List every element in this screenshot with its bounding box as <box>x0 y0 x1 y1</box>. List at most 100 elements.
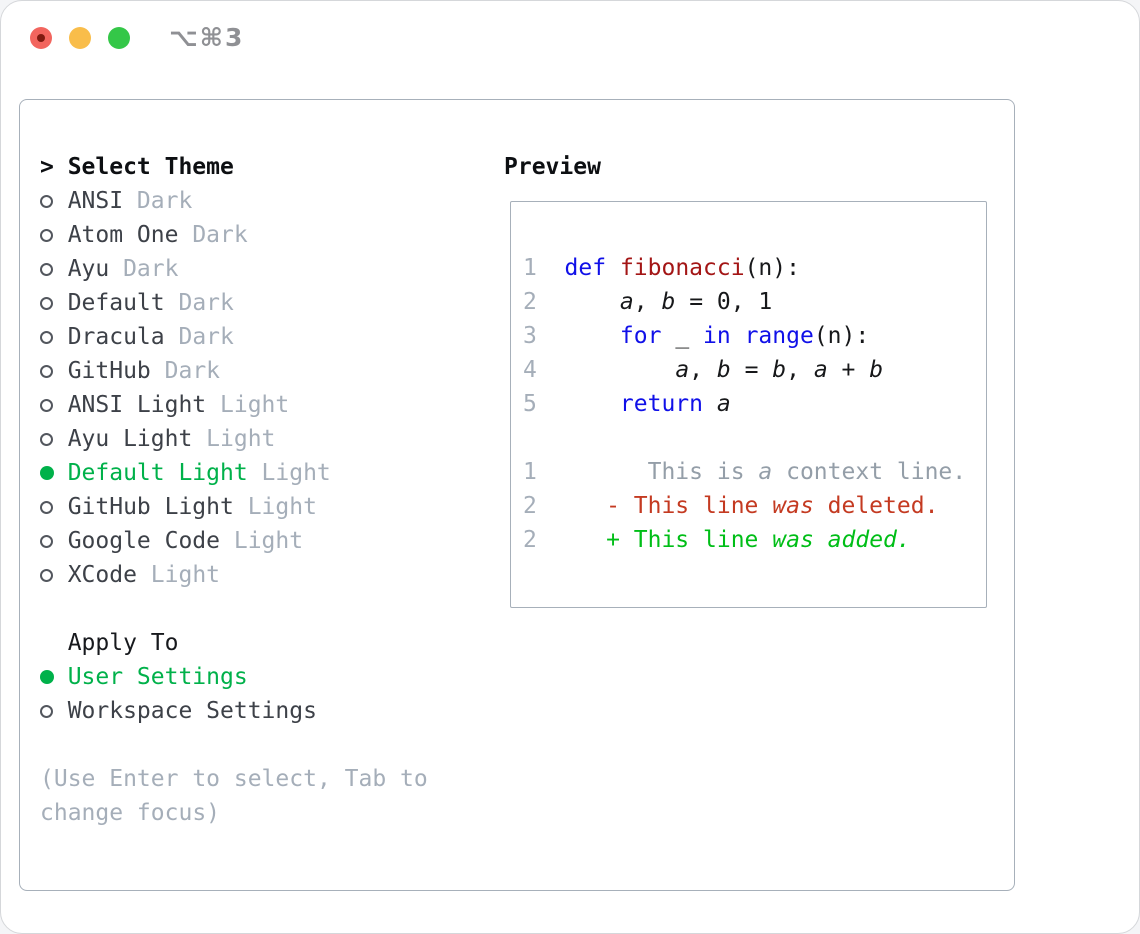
apply-option[interactable]: User Settings <box>40 660 428 694</box>
line-number: 3 <box>523 323 537 349</box>
help-text-line: change focus) <box>40 800 221 826</box>
option-variant: Light <box>206 426 276 452</box>
radio-icon <box>40 262 68 276</box>
radio-icon <box>40 466 68 480</box>
apply-option[interactable]: Workspace Settings <box>40 694 428 728</box>
theme-option[interactable]: XCode Light <box>40 558 428 592</box>
theme-option[interactable]: Google Code Light <box>40 524 428 558</box>
theme-option[interactable]: GitHub Light Light <box>40 490 428 524</box>
theme-option[interactable]: ANSI Light Light <box>40 388 428 422</box>
line-tokens: + This line was added. <box>564 527 911 553</box>
option-label: ANSI Light <box>67 392 207 418</box>
option-variant: Dark <box>178 290 234 316</box>
code-line: 1 This is a context line. <box>523 455 966 489</box>
preview-box: 1 def fibonacci(n): 2 a, b = 0, 1 3 for … <box>510 201 987 608</box>
theme-list-header: > Select Theme <box>40 150 428 184</box>
line-tokens: a, b = 0, 1 <box>619 289 773 315</box>
option-variant: Light <box>233 528 304 554</box>
option-label: User Settings <box>67 664 248 690</box>
radio-icon <box>40 330 68 344</box>
radio-icon <box>40 500 68 514</box>
option-variant: Light <box>150 562 221 588</box>
line-number: 1 <box>523 255 537 281</box>
line-number: 5 <box>523 391 537 417</box>
option-variant: Light <box>261 460 331 486</box>
option-label: GitHub <box>67 358 151 384</box>
option-variant: Dark <box>192 222 248 248</box>
apply-to-header: Apply To <box>40 626 428 660</box>
code-line <box>523 421 966 455</box>
theme-option[interactable]: Default Light Light <box>40 456 428 490</box>
spacer <box>40 728 428 762</box>
code-line: 2 a, b = 0, 1 <box>523 285 966 319</box>
apply-to-options: User Settings Workspace Settings <box>40 660 428 728</box>
line-number: 1 <box>523 459 537 485</box>
radio-icon <box>40 194 68 208</box>
line-tokens: This is a context line. <box>564 459 967 485</box>
option-variant: Dark <box>178 324 234 350</box>
theme-option[interactable]: Atom One Dark <box>40 218 428 252</box>
line-tokens: a, b = b, a + b <box>675 357 884 383</box>
zoom-button-icon[interactable] <box>108 27 130 49</box>
radio-icon <box>40 432 68 446</box>
title-bar: ⌥⌘3 <box>1 1 1139 71</box>
theme-picker-panel: > Select Theme ANSI Dark Atom One Dark A… <box>19 99 1015 891</box>
option-variant: Dark <box>123 256 179 282</box>
theme-options: ANSI Dark Atom One Dark Ayu Dark Default… <box>40 184 428 592</box>
option-label: ANSI <box>67 188 124 214</box>
option-variant: Dark <box>136 188 193 214</box>
option-label: Google Code <box>67 528 221 554</box>
preview-title: Preview <box>504 154 601 180</box>
option-label: Workspace Settings <box>67 698 317 724</box>
radio-icon <box>40 364 68 378</box>
theme-option[interactable]: Default Dark <box>40 286 428 320</box>
option-label: Ayu <box>67 256 110 282</box>
option-variant: Light <box>247 494 317 520</box>
option-variant: Dark <box>164 358 221 384</box>
cursor-arrow-icon: > <box>40 154 54 180</box>
option-label: Default <box>67 290 165 316</box>
radio-icon <box>40 398 68 412</box>
line-number: 2 <box>523 493 537 519</box>
theme-option[interactable]: ANSI Dark <box>40 184 428 218</box>
option-variant: Light <box>220 392 290 418</box>
theme-option[interactable]: Ayu Dark <box>40 252 428 286</box>
line-tokens: def fibonacci(n): <box>564 255 800 281</box>
close-button-icon[interactable] <box>30 27 52 49</box>
radio-icon <box>40 534 68 548</box>
code-line: 5 return a <box>523 387 966 421</box>
theme-option[interactable]: GitHub Dark <box>40 354 428 388</box>
record-dot-icon <box>37 34 45 42</box>
option-label: Default Light <box>67 460 248 486</box>
code-line: 2 - This line was deleted. <box>523 489 966 523</box>
option-label: GitHub Light <box>67 494 234 520</box>
option-label: XCode <box>67 562 137 588</box>
radio-icon <box>40 228 68 242</box>
code-preview: 1 def fibonacci(n): 2 a, b = 0, 1 3 for … <box>523 251 966 557</box>
radio-icon <box>40 568 68 582</box>
radio-icon <box>40 670 68 684</box>
line-tokens: for _ in range(n): <box>619 323 870 349</box>
code-line: 1 def fibonacci(n): <box>523 251 966 285</box>
option-label: Ayu Light <box>67 426 193 452</box>
radio-icon <box>40 296 68 310</box>
minimize-button-icon[interactable] <box>69 27 91 49</box>
theme-list-title: Select Theme <box>67 154 234 180</box>
theme-option[interactable]: Dracula Dark <box>40 320 428 354</box>
help-text-line: (Use Enter to select, Tab to <box>40 766 428 792</box>
line-number: 2 <box>523 289 537 315</box>
spacer <box>40 592 428 626</box>
code-line: 2 + This line was added. <box>523 523 966 557</box>
theme-list: > Select Theme ANSI Dark Atom One Dark A… <box>40 150 428 830</box>
apply-to-title: Apply To <box>67 630 179 656</box>
line-tokens: return a <box>619 391 731 417</box>
line-number: 4 <box>523 357 537 383</box>
code-line: 4 a, b = b, a + b <box>523 353 966 387</box>
line-tokens: - This line was deleted. <box>564 493 939 519</box>
code-line: 3 for _ in range(n): <box>523 319 966 353</box>
line-number: 2 <box>523 527 537 553</box>
option-label: Dracula <box>67 324 165 350</box>
theme-option[interactable]: Ayu Light Light <box>40 422 428 456</box>
window-shortcut-label: ⌥⌘3 <box>169 23 245 52</box>
